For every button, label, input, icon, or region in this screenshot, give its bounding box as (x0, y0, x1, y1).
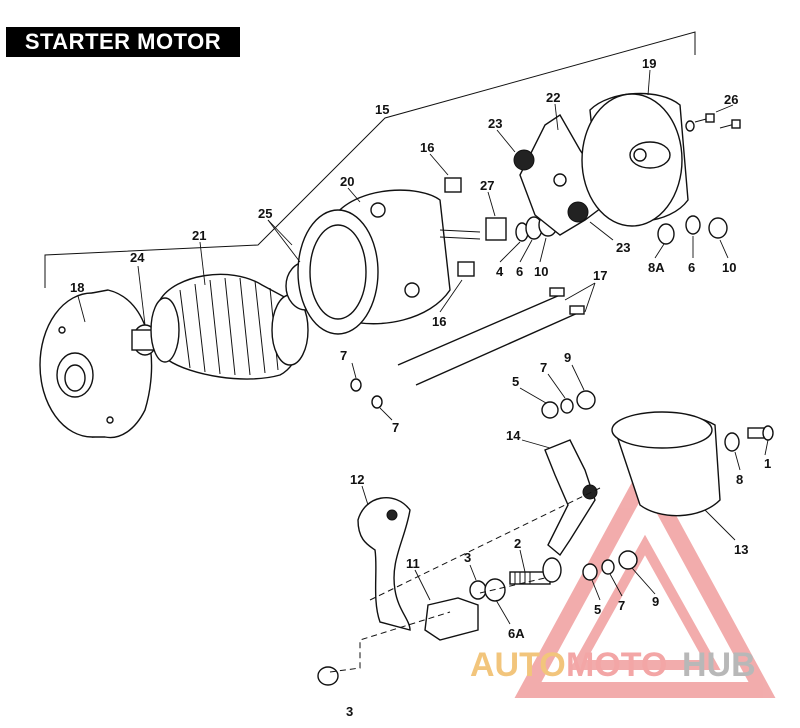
nut-9-lower (618, 550, 638, 570)
dash-line-1 (329, 611, 451, 673)
watermark-text: AUTO MOTO HUB (470, 646, 756, 684)
drive-end-cover-19 (581, 92, 689, 227)
callout-12: 12 (350, 472, 364, 487)
callout-15: 15 (375, 102, 389, 117)
dash-line-3 (479, 577, 546, 594)
callout-8: 8 (736, 472, 743, 487)
callout-10-left: 10 (534, 264, 548, 279)
washer-3-upper (469, 580, 487, 600)
lockwasher-7-upper (560, 398, 574, 414)
callout-18: 18 (70, 280, 84, 295)
washer-5-lower (582, 563, 598, 581)
washer-3-lower (317, 666, 339, 686)
callout-27: 27 (480, 178, 494, 193)
washer-5-upper (541, 401, 559, 419)
callout-11: 11 (406, 556, 420, 571)
callout-labels: 15 18 24 21 25 20 16 16 27 4 6 10 23 22 … (70, 56, 771, 719)
diagram-title: STARTER MOTOR (6, 27, 240, 57)
callout-6-left: 6 (516, 264, 523, 279)
callout-26: 26 (724, 92, 738, 107)
clip-11 (424, 597, 479, 641)
stud-bolt-2 (509, 557, 562, 585)
bracket-12-hole (386, 509, 398, 521)
callout-16-upper: 16 (420, 140, 434, 155)
callout-21: 21 (192, 228, 206, 243)
watermark-auto: AUTO (470, 646, 566, 684)
field-frame-20 (297, 189, 481, 335)
callout-23-upper: 23 (488, 116, 502, 131)
end-cover-18 (39, 289, 153, 439)
brush-holder-22 (513, 114, 606, 236)
callout-9-lower: 9 (652, 594, 659, 609)
cover-band-13 (611, 411, 721, 517)
through-bolts-17 (397, 287, 585, 386)
assembly-bracket-15 (44, 31, 696, 288)
callout-14: 14 (506, 428, 521, 443)
nut-9-upper (576, 390, 596, 410)
callout-19: 19 (642, 56, 656, 71)
dash-line-2 (369, 487, 601, 601)
nut-7-upper (350, 378, 362, 392)
leader-lines (77, 69, 769, 625)
callout-17: 17 (593, 268, 607, 283)
callout-7-d: 7 (618, 598, 625, 613)
brush-16-lower (457, 261, 475, 277)
callout-8A: 8A (648, 260, 665, 275)
callout-5-lower: 5 (594, 602, 601, 617)
bracket-12 (357, 496, 411, 631)
callout-7-c: 7 (540, 360, 547, 375)
callout-4: 4 (496, 264, 504, 279)
callout-23-lower: 23 (616, 240, 630, 255)
callout-1: 1 (764, 456, 771, 471)
armature-21 (150, 273, 309, 380)
callout-13: 13 (734, 542, 748, 557)
watermark-moto: MOTO (566, 646, 667, 684)
screw-1 (747, 425, 774, 441)
callout-25: 25 (258, 206, 272, 221)
callout-10-right: 10 (722, 260, 736, 275)
callout-6-right: 6 (688, 260, 695, 275)
callout-16-lower: 16 (432, 314, 446, 329)
callout-3-upper: 3 (464, 550, 471, 565)
watermark-hub: HUB (682, 646, 756, 684)
nut-10 (708, 217, 728, 239)
mounting-bracket-14 (544, 439, 596, 557)
callout-22: 22 (546, 90, 560, 105)
lockwasher-8 (724, 432, 740, 452)
lockwasher-7-lower (601, 559, 615, 575)
callout-3-lower: 3 (346, 704, 353, 719)
callout-20: 20 (340, 174, 354, 189)
watermark-triangle (514, 458, 776, 698)
nut-7-lower (371, 395, 383, 409)
washer-6 (685, 215, 701, 235)
callout-6A: 6A (508, 626, 525, 641)
callout-7-a: 7 (340, 348, 347, 363)
callout-9-upper: 9 (564, 350, 571, 365)
screws-26 (685, 113, 741, 132)
callout-5-upper: 5 (512, 374, 519, 389)
terminal-27 (485, 217, 507, 241)
bracket-hole (582, 484, 598, 500)
lockwasher-8A (657, 223, 675, 245)
callout-2: 2 (514, 536, 521, 551)
brush-16-upper (444, 177, 462, 193)
callout-24: 24 (130, 250, 145, 265)
callout-7-b: 7 (392, 420, 399, 435)
